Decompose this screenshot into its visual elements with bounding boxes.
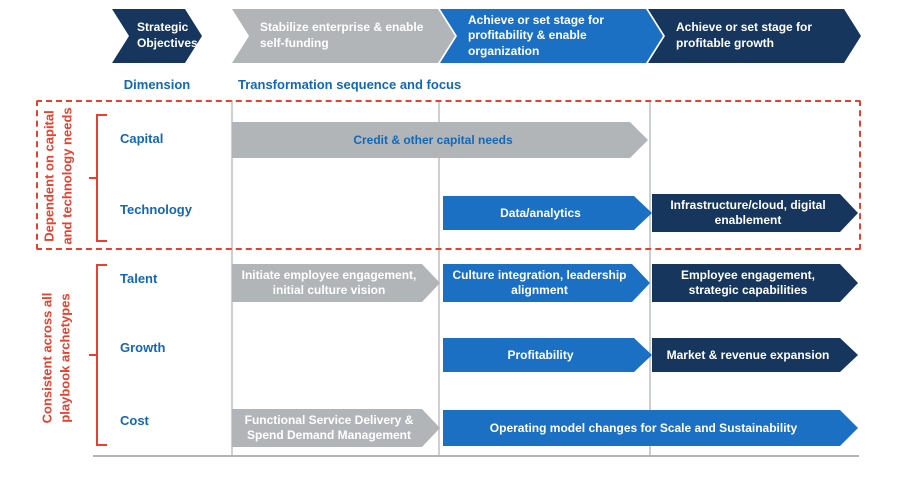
dimension-column-label: Dimension: [123, 77, 191, 92]
bracket-consistent-group: [89, 264, 107, 446]
row-label-capital: Capital: [120, 131, 164, 146]
arrow-initiate-employee-engagement: Initiate employee engagement, initial cu…: [232, 264, 440, 302]
group-label-dependent: Dependent on capital and technology need…: [41, 107, 74, 245]
arrow-employee-engagement: Employee engagement, strategic capabilit…: [652, 264, 858, 302]
header-chevron-strategic-objectives: Strategic Objectives: [112, 9, 202, 63]
arrow-infrastructure-cloud: Infrastructure/cloud, digital enablement: [652, 194, 858, 232]
arrow-operating-model-changes: Operating model changes for Scale and Su…: [443, 410, 858, 446]
row-label-growth: Growth: [120, 340, 166, 355]
group-label-consistent: Consistent across all playbook archetype…: [39, 292, 72, 424]
column-divider-3: [649, 100, 651, 457]
bottom-rule: [93, 455, 859, 457]
header-chevron-label: Achieve or set stage for profitability &…: [468, 12, 605, 58]
header-chevron-label: Achieve or set stage for profitable grow…: [676, 20, 813, 50]
header-chevron-stage-2: Achieve or set stage for profitability &…: [440, 9, 663, 63]
arrow-functional-service-delivery: Functional Service Delivery & Spend Dema…: [232, 409, 440, 447]
arrow-culture-integration: Culture integration, leadership alignmen…: [443, 264, 650, 302]
header-chevron-label: Stabilize enterprise & enable self-fundi…: [260, 20, 424, 50]
header-chevron-stage-3: Achieve or set stage for profitable grow…: [648, 9, 861, 63]
arrow-credit-capital-needs: Credit & other capital needs: [232, 122, 648, 158]
column-divider-2: [438, 100, 440, 457]
arrow-profitability: Profitability: [443, 338, 652, 372]
header-chevron-stage-1: Stabilize enterprise & enable self-fundi…: [232, 9, 455, 63]
sequence-column-label: Transformation sequence and focus: [238, 77, 462, 92]
arrow-market-revenue-expansion: Market & revenue expansion: [652, 338, 858, 372]
arrow-data-analytics: Data/analytics: [443, 196, 652, 230]
dependent-group-dashed-box: [36, 100, 861, 250]
row-label-technology: Technology: [120, 202, 192, 217]
row-label-talent: Talent: [120, 271, 158, 286]
row-label-cost: Cost: [120, 413, 149, 428]
bracket-dependent-group: [89, 114, 107, 242]
header-chevron-label: Strategic Objectives: [137, 20, 198, 50]
